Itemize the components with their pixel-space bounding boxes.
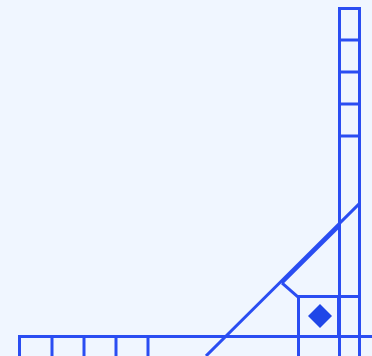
set-square-inner-hypotenuse [280,224,341,285]
set-square-hypotenuse [204,202,361,356]
set-square-inner-edge [281,281,299,299]
corner-square [297,295,340,338]
horizontal-ruler-frame [18,335,372,356]
diamond-icon [308,304,332,328]
vertical-ruler-frame [338,7,361,356]
